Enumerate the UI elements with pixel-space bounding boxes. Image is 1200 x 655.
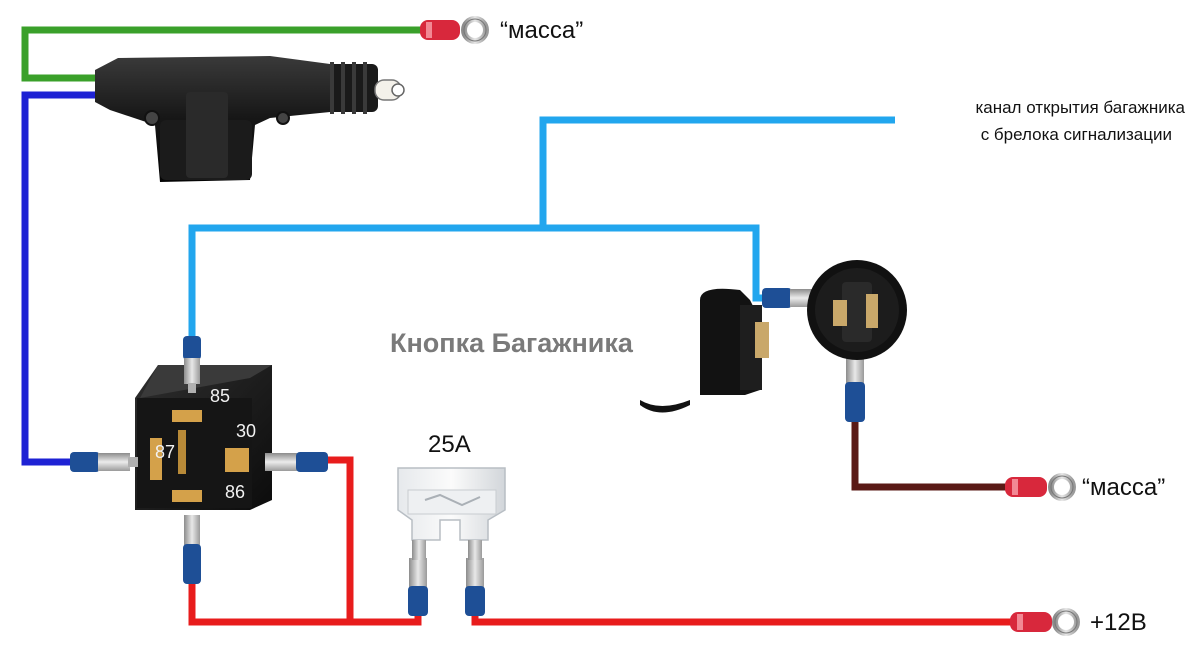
actuator-to-relay-87-wire xyxy=(21,91,102,466)
alarm-channel-wire xyxy=(539,116,895,228)
trunk-button-side-view xyxy=(640,288,769,413)
alarm-channel-label-line1: канал открытия багажника xyxy=(975,98,1185,117)
plus12-label: +12В xyxy=(1090,609,1147,636)
ground-top-label: “масса” xyxy=(500,17,583,44)
ring-terminal-ground-right xyxy=(1005,473,1076,501)
fuse-to-plus12-wire xyxy=(471,612,1015,626)
fuse-label: 25А xyxy=(428,431,471,458)
spade-connector-fuse-left xyxy=(408,558,428,616)
spade-connector-button-bottom xyxy=(845,352,865,422)
relay xyxy=(135,365,272,510)
trunk-button-front-view xyxy=(807,260,907,360)
ground-wire-actuator xyxy=(21,26,425,82)
relay-86-to-fuse-wire xyxy=(188,582,350,626)
spade-connector-85 xyxy=(183,336,201,393)
spade-connector-87 xyxy=(70,452,138,472)
alarm-channel-label-line2: с брелока сигнализации xyxy=(981,125,1172,144)
relay-pin-86-label: 86 xyxy=(225,482,245,502)
ground-right-label: “масса” xyxy=(1082,474,1165,501)
button-ground-wire xyxy=(851,420,1010,491)
spade-connector-fuse-right xyxy=(465,558,485,616)
spade-connector-30 xyxy=(265,452,328,472)
fuse-25a xyxy=(397,467,506,560)
relay-pin-85-label: 85 xyxy=(210,386,230,406)
trunk-button-label: Кнопка Багажника xyxy=(390,328,634,358)
ring-terminal-ground-top xyxy=(420,16,489,44)
relay-pin-87-label: 87 xyxy=(155,442,175,462)
spade-connector-86 xyxy=(183,515,201,584)
ring-terminal-plus12 xyxy=(1010,608,1080,636)
relay-85-to-button-wire xyxy=(188,224,770,342)
relay-pin-30-label: 30 xyxy=(236,421,256,441)
door-lock-actuator xyxy=(95,56,405,182)
